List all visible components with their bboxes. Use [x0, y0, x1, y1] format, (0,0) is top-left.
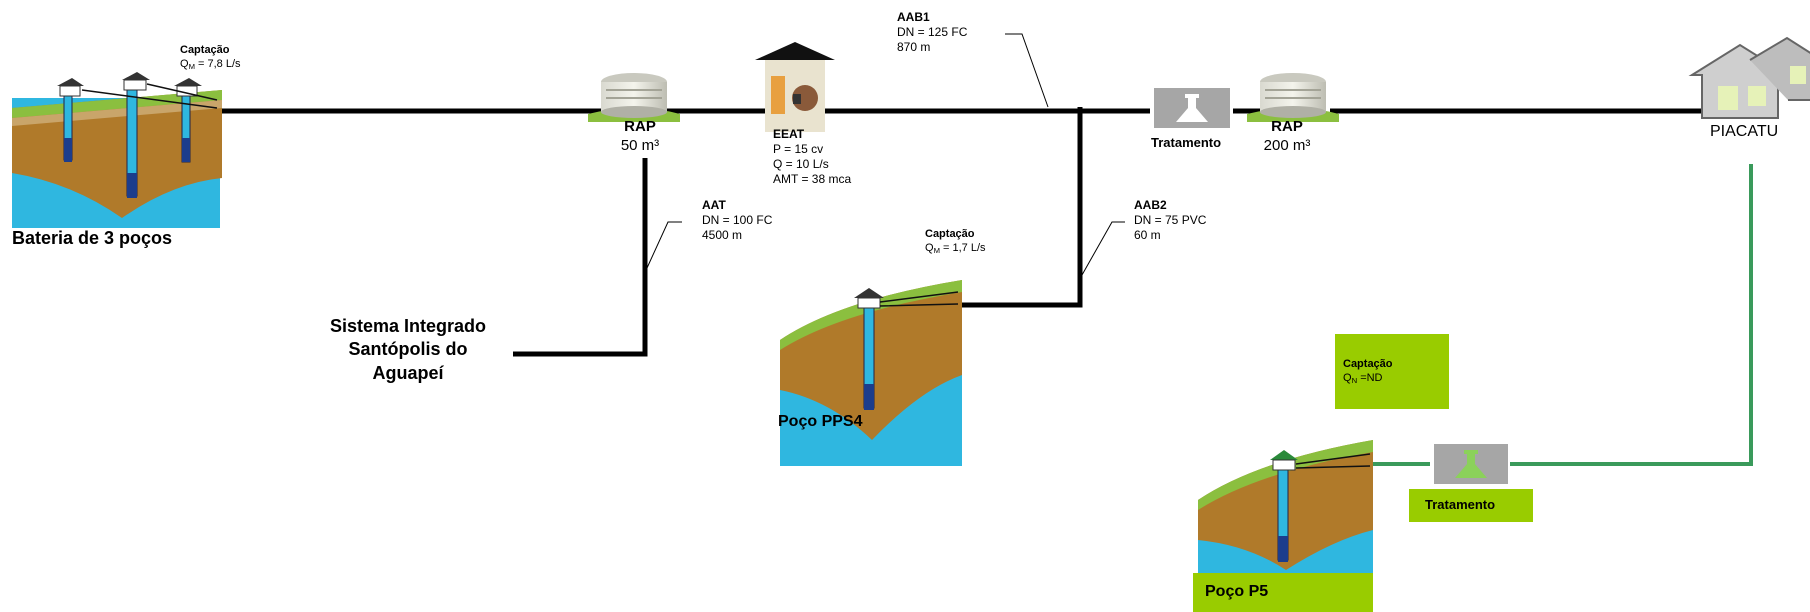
rap-50-title: RAP — [624, 118, 656, 135]
eeat-label: EEAT P = 15 cv Q = 10 L/s AMT = 38 mca — [773, 127, 851, 187]
aat-title: AAT — [702, 198, 726, 212]
pump-house-icon — [755, 42, 835, 132]
aat-length: 4500 m — [702, 228, 743, 242]
secondary-pipeline — [1368, 164, 1753, 466]
rap-50-volume: 50 m³ — [620, 136, 660, 154]
p5-captacao-box — [1335, 334, 1449, 409]
houses-icon — [1688, 36, 1810, 119]
eeat-amt: AMT = 38 mca — [773, 172, 852, 186]
tratamento-1-label: Tratamento — [1151, 135, 1222, 150]
p5-captacao-label: Captação QN =ND — [1343, 358, 1393, 386]
bateria-name: Bateria de 3 poços — [12, 228, 173, 248]
aab1-label: AAB1 DN = 125 FC 870 m — [897, 10, 967, 55]
pipe-aab2 — [955, 107, 1083, 308]
tratamento-2-box — [1409, 489, 1533, 522]
eeat-flow: Q = 10 L/s — [773, 157, 829, 171]
wells-cross-section-icon — [12, 72, 222, 228]
p5-name: Poço P5 — [1205, 583, 1269, 600]
bateria-flow: QM = 7,8 L/s — [180, 57, 241, 71]
aab2-label: AAB2 DN = 75 PVC 60 m — [1134, 198, 1206, 243]
eeat-power: P = 15 cv — [773, 142, 824, 156]
reservoir-tank-icon — [588, 73, 680, 122]
pps4-captacao-label: Captação QM = 1,7 L/s — [925, 228, 986, 256]
bateria-captacao-title: Captação — [180, 44, 230, 56]
eeat-title: EEAT — [773, 127, 805, 141]
p5-captacao-title: Captação — [1343, 358, 1393, 370]
pipe-aat — [513, 158, 648, 357]
aab2-title: AAB2 — [1134, 198, 1167, 212]
flask-icon — [1154, 88, 1230, 128]
pps4-name: Poço PPS4 — [778, 413, 863, 430]
pps4-flow: QM = 1,7 L/s — [925, 241, 986, 255]
p5-name-box — [1193, 573, 1373, 612]
aat-dn: DN = 100 FC — [702, 213, 773, 227]
sistema-integrado-label: Sistema Integrado Santópolis do Aguapeí — [329, 316, 487, 383]
rap-200-label: RAP 200 m³ — [1252, 118, 1322, 156]
flask-icon — [1434, 444, 1508, 484]
rap-50-label: RAP 50 m³ — [602, 118, 678, 156]
aab1-title: AAB1 — [897, 10, 930, 24]
tratamento-2-label: Tratamento — [1425, 497, 1496, 512]
aat-label: AAT DN = 100 FC 4500 m — [702, 198, 772, 243]
aab1-length: 870 m — [897, 40, 931, 54]
aab2-length: 60 m — [1134, 228, 1161, 242]
bateria-captacao-label: Captação QM = 7,8 L/s — [180, 44, 241, 72]
p5-flow: QN =ND — [1343, 371, 1383, 385]
rap-200-title: RAP — [1271, 118, 1303, 135]
piacatu-label: PIACATU — [1710, 123, 1779, 140]
well-cross-section-icon — [780, 280, 962, 466]
main-pipelines — [215, 107, 1706, 357]
leader-lines — [646, 33, 1125, 276]
rap-200-volume: 200 m³ — [1263, 136, 1311, 154]
pps4-captacao-title: Captação — [925, 228, 975, 240]
aab1-dn: DN = 125 FC — [897, 25, 968, 39]
aab2-dn: DN = 75 PVC — [1134, 213, 1207, 227]
reservoir-tank-icon — [1247, 73, 1339, 122]
